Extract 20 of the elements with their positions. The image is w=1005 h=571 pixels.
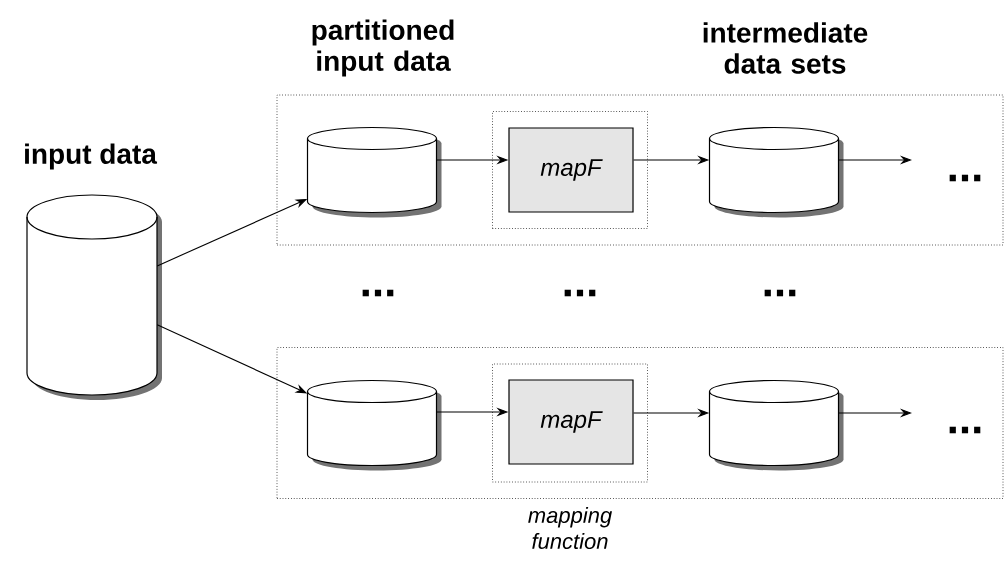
ellipsis: ... (564, 289, 596, 297)
dotted-frame (492, 111, 648, 229)
column-heading: intermediate data sets (703, 22, 868, 74)
ellipsis: ... (949, 426, 981, 434)
caption: mapping function (528, 506, 612, 550)
cylinder (708, 126, 844, 218)
cylinder (708, 379, 844, 471)
ellipsis: ... (949, 174, 981, 182)
process-box: mapF (508, 379, 634, 465)
ellipsis: ... (764, 289, 796, 297)
ellipsis: ... (362, 289, 394, 297)
column-heading: partitioned input data (312, 19, 454, 77)
dotted-frame (492, 363, 648, 483)
cylinder (306, 126, 442, 218)
process-box: mapF (508, 127, 634, 213)
node-label: input data (25, 143, 158, 170)
dotted-frame (276, 347, 1004, 499)
cylinder (306, 379, 442, 471)
cylinder: input data (25, 143, 162, 400)
dotted-frame (276, 94, 1004, 246)
